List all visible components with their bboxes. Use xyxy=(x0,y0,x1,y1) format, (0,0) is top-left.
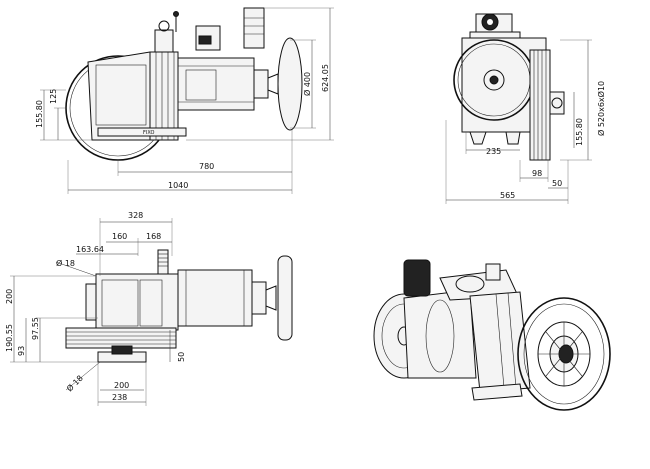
dim-50-bottom: 50 xyxy=(177,352,186,362)
dim-400: Ø 400 xyxy=(302,72,312,96)
dim-235: 235 xyxy=(486,147,501,156)
isometric-view xyxy=(373,259,611,411)
dim-98: 98 xyxy=(532,169,542,178)
dim-163: 163.64 xyxy=(76,245,104,254)
dim-160: 160 xyxy=(112,232,127,241)
dim-93: 93 xyxy=(17,346,26,356)
dim-50: 50 xyxy=(552,179,562,188)
dim-125: 125 xyxy=(49,89,58,104)
dim-520: Ø 520x6xØ10 xyxy=(596,81,606,136)
dim-1040: 1040 xyxy=(168,181,188,190)
top-left-view: FIXO 1040 780 Ø 400 624.05 125 155.80 xyxy=(35,7,334,194)
dim-565: 565 xyxy=(500,191,515,200)
dim-97: 97.55 xyxy=(31,317,40,340)
dim-155-right: 155.80 xyxy=(575,118,584,146)
dim-328: 328 xyxy=(128,211,143,220)
dim-200-horiz: 200 xyxy=(114,381,129,390)
dim-624: 624.05 xyxy=(321,64,330,92)
dim-155: 155.80 xyxy=(35,100,44,128)
dim-18-top: Ø 18 xyxy=(56,258,75,268)
dim-780: 780 xyxy=(199,162,214,171)
top-right-view: 235 565 98 50 155.80 Ø 520x6xØ10 xyxy=(445,13,606,204)
dim-18-bottom: Ø 18 xyxy=(64,373,85,394)
dim-190: 190.55 xyxy=(5,324,14,352)
dim-200-vert: 200 xyxy=(5,289,14,304)
logo-text: FIXO xyxy=(143,130,154,136)
dim-168: 168 xyxy=(146,232,161,241)
bottom-left-view: 328 160 168 163.64 Ø 18 200 190.55 97.55… xyxy=(5,211,293,406)
dim-238: 238 xyxy=(112,393,127,402)
